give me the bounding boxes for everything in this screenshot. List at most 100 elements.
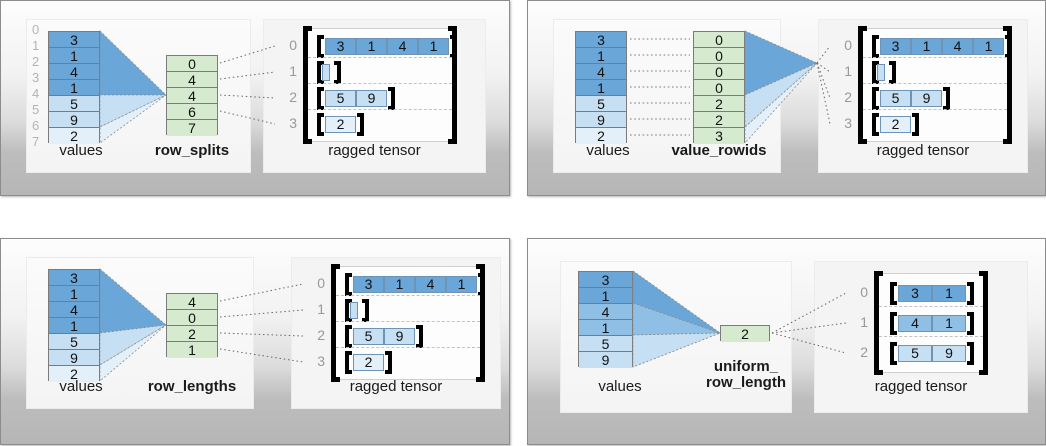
tensor-cell: 1	[356, 37, 387, 55]
row-open-bracket	[317, 60, 324, 84]
row-open-bracket	[345, 350, 352, 374]
values-cell: 5	[576, 96, 626, 112]
encoding-cell: 0	[694, 64, 744, 80]
encoding-cell: 0	[694, 80, 744, 96]
row-close-bracket	[1005, 34, 1012, 58]
row-separator	[336, 321, 480, 322]
row-close-bracket	[967, 281, 974, 305]
row-close-bracket	[416, 324, 423, 348]
values-index-label: 3	[32, 70, 40, 85]
row-close-bracket	[889, 60, 896, 84]
values-caption: values	[59, 142, 103, 159]
row-index-label: 2	[289, 89, 297, 105]
row-close-bracket	[388, 86, 395, 110]
values-caption: values	[59, 378, 103, 395]
tensor-cell: 2	[880, 115, 911, 133]
row-index-label: 2	[317, 327, 325, 343]
values-cell: 3	[49, 270, 99, 286]
tensor-open-bracket	[858, 26, 867, 144]
tensor-cell: 2	[325, 115, 356, 133]
values-cell: 3	[49, 32, 99, 48]
row-open-bracket	[317, 86, 324, 110]
tensor-cell: 4	[898, 314, 932, 332]
tensor-open-bracket	[874, 271, 883, 375]
values-cell: 2	[49, 128, 99, 144]
row-open-bracket	[872, 86, 879, 110]
encoding-cell: 0	[694, 32, 744, 48]
row-index-label: 1	[317, 301, 325, 317]
tensor-close-bracket	[476, 264, 485, 382]
encoding-column: 2	[720, 325, 770, 342]
encoding-cell: 3	[694, 128, 744, 144]
tensor-close-bracket	[1003, 26, 1012, 144]
tensor-open-bracket	[303, 26, 312, 144]
tensor-cell: 9	[911, 89, 942, 107]
row-close-bracket	[478, 272, 485, 296]
values-cell: 1	[49, 48, 99, 64]
tensor-close-bracket	[448, 26, 457, 144]
tensor-cell: 1	[911, 37, 942, 55]
values-cell: 1	[49, 80, 99, 96]
encoding-cell: 2	[721, 326, 769, 342]
row-close-bracket	[967, 341, 974, 365]
encoding-cell: 1	[167, 342, 217, 358]
encoding-cell: 0	[167, 56, 217, 72]
row-open-bracket	[890, 281, 897, 305]
values-cell: 3	[576, 32, 626, 48]
values-cell: 9	[579, 352, 632, 368]
row-separator	[308, 109, 452, 110]
encoding-cell: 4	[167, 72, 217, 88]
tensor-cell: 3	[898, 284, 932, 302]
values-cell: 4	[576, 64, 626, 80]
values-index-label: 1	[32, 38, 40, 53]
row-separator	[879, 336, 983, 337]
values-caption: values	[598, 378, 642, 395]
empty-row-cell	[350, 301, 358, 319]
row-close-bracket	[943, 86, 950, 110]
values-cell: 1	[49, 286, 99, 302]
tensor-cell: 1	[932, 314, 966, 332]
values-cell: 2	[576, 128, 626, 144]
row-open-bracket	[872, 60, 879, 84]
tensor-cell: 3	[325, 37, 356, 55]
row-separator	[863, 109, 1007, 110]
values-index-label: 2	[32, 54, 40, 69]
empty-row-cell	[877, 63, 885, 81]
row-open-bracket	[317, 112, 324, 136]
values-cell: 9	[49, 350, 99, 366]
tensor-caption: ragged tensor	[328, 142, 421, 159]
values-cell: 1	[576, 48, 626, 64]
values-cell: 1	[579, 288, 632, 304]
encoding-caption: uniform_row_length	[668, 359, 824, 391]
tensor-caption: ragged tensor	[874, 378, 968, 395]
tensor-caption: ragged tensor	[349, 378, 443, 395]
tensor-cell: 4	[942, 37, 973, 55]
row-separator	[863, 83, 1007, 84]
row-index-label: 0	[844, 37, 852, 53]
row-separator	[336, 295, 480, 296]
encoding-caption-line: uniform_	[713, 358, 779, 375]
encoding-caption-line: value_rowids	[671, 142, 767, 159]
values-cell: 9	[576, 112, 626, 128]
tensor-cell: 5	[353, 327, 384, 345]
values-cell: 5	[579, 336, 632, 352]
tensor-cell: 1	[418, 37, 449, 55]
encoding-cell: 2	[167, 326, 217, 342]
values-cell: 5	[49, 96, 99, 112]
values-index-label: 4	[32, 86, 40, 101]
encoding-cell: 4	[167, 294, 217, 310]
row-close-bracket	[385, 350, 392, 374]
tensor-cell: 4	[415, 275, 446, 293]
tensor-cell: 9	[932, 344, 966, 362]
row-index-label: 0	[860, 284, 868, 300]
